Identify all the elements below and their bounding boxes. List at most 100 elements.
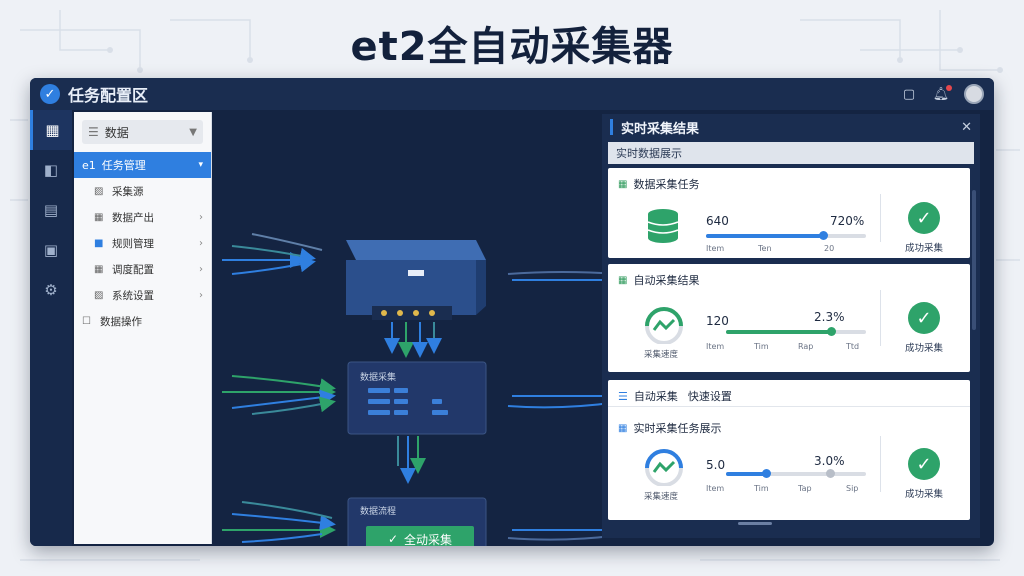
tick-label: Rap xyxy=(798,342,814,351)
node-output-arrows xyxy=(397,436,426,484)
bell-icon[interactable]: 🔔︎ xyxy=(932,84,952,102)
tick-label: Tap xyxy=(798,484,812,493)
progress-fill xyxy=(726,472,766,476)
divider xyxy=(880,436,881,492)
card-value: 120 xyxy=(706,314,729,328)
rail-dashboard-icon[interactable]: ▦ xyxy=(30,110,72,150)
card-title-text: 数据采集任务 xyxy=(633,178,700,191)
sidebar-item-3[interactable]: ▦ 调度配置 › xyxy=(74,256,211,282)
rail-gear-icon[interactable]: ⚙ xyxy=(44,281,58,299)
sidebar-search-label: 数据 xyxy=(104,125,129,140)
flow-diagram: 数据采集 数据流程 xyxy=(222,233,626,546)
status-label: 成功采集 xyxy=(905,243,944,254)
tick-label: Sip xyxy=(846,484,859,493)
flow-node-collect: 数据采集 xyxy=(347,361,487,435)
success-check-icon: ✓ xyxy=(908,448,940,480)
card-title: ▦ 自动采集结果 xyxy=(618,272,699,288)
play-icon: ✓ xyxy=(387,532,399,546)
sidebar-item-1[interactable]: ▦ 数据产出 › xyxy=(74,204,211,230)
rail-box-icon[interactable]: ▣ xyxy=(43,241,59,259)
start-collect-button[interactable]: ✓ 全动采集 xyxy=(366,526,474,546)
chevron-right-icon: › xyxy=(199,211,203,223)
grid-icon: ▦ xyxy=(618,422,628,434)
sidebar-footer-label: 数据操作 xyxy=(100,315,142,328)
avatar[interactable] xyxy=(964,84,984,104)
card-title-text: 实时采集任务展示 xyxy=(633,422,722,435)
gauge-label: 采集速度 xyxy=(644,350,679,360)
sidebar-search[interactable]: ☰ 数据 ▼ xyxy=(82,120,203,144)
window-icon[interactable]: ▢ xyxy=(902,86,916,102)
section-row: ☰ 自动采集 快速设置 xyxy=(618,388,732,404)
tick-label: Item xyxy=(706,342,725,351)
collector-device-icon xyxy=(346,240,486,320)
card-value: 5.0 xyxy=(706,458,726,472)
section-label: 自动采集 xyxy=(633,390,678,403)
incoming-arrows-1 xyxy=(222,233,323,275)
rail-layers-icon[interactable]: ◧ xyxy=(43,161,59,179)
sidebar-item-label: 调度配置 xyxy=(112,263,154,276)
progress-knob-secondary[interactable] xyxy=(826,469,835,478)
tick-label: Ten xyxy=(758,244,772,253)
progress-fill xyxy=(726,330,831,334)
divider xyxy=(880,290,881,346)
card-value: 640 xyxy=(706,214,729,228)
chevron-right-icon: › xyxy=(199,237,203,249)
status-label: 成功采集 xyxy=(905,343,944,354)
card-percent: 3.0% xyxy=(814,454,845,468)
square-icon: ■ xyxy=(94,237,104,249)
tick-label: Tim xyxy=(754,484,769,493)
grid-icon: ▦ xyxy=(618,274,628,286)
incoming-arrows-3 xyxy=(222,501,336,543)
sidebar-item-label: 采集源 xyxy=(112,185,144,198)
sidebar-item-label: 系统设置 xyxy=(112,289,154,302)
panel-header: 实时采集结果 ✕ xyxy=(602,114,980,140)
progress-track xyxy=(726,327,866,336)
titlebar-actions: ▢ 🔔︎ xyxy=(900,84,984,104)
results-panel: 实时采集结果 ✕ 实时数据展示 ▦ 数据采集任务 640 720% Item xyxy=(602,114,980,538)
sidebar-item-0[interactable]: ▨ 采集源 xyxy=(74,178,211,204)
sidebar: ☰ 数据 ▼ e1 任务管理 ▾ ▨ 采集源 ▦ 数据产出 › ■ 规则管理 ›… xyxy=(74,112,212,544)
section-link[interactable]: 快速设置 xyxy=(687,390,732,403)
resize-handle[interactable] xyxy=(738,522,772,525)
accent-bar xyxy=(610,119,613,135)
checkbox-icon: ☐ xyxy=(82,315,91,327)
chevron-right-icon: › xyxy=(199,263,203,275)
grid-icon: ▦ xyxy=(94,211,104,223)
status-label: 成功采集 xyxy=(905,489,944,500)
sidebar-active-prefix: e1 xyxy=(82,158,96,172)
sidebar-item-label: 数据产出 xyxy=(112,211,154,224)
sidebar-item-4[interactable]: ▨ 系统设置 › xyxy=(74,282,211,308)
progress-track xyxy=(706,231,866,240)
card-title-text: 自动采集结果 xyxy=(633,274,700,287)
card-title: ▦ 数据采集任务 xyxy=(618,176,699,192)
progress-knob[interactable] xyxy=(762,469,771,478)
panel-scrollbar[interactable] xyxy=(972,190,976,330)
progress-track xyxy=(726,469,866,478)
app-title: 任务配置区 xyxy=(68,86,149,105)
sidebar-item-task-management[interactable]: e1 任务管理 ▾ xyxy=(74,152,211,178)
panel-title: 实时采集结果 xyxy=(621,121,700,137)
list-icon: ☰ xyxy=(618,389,628,403)
sidebar-item-2[interactable]: ■ 规则管理 › xyxy=(74,230,211,256)
success-check-icon: ✓ xyxy=(908,302,940,334)
rail-document-icon[interactable]: ▤ xyxy=(43,201,59,219)
close-icon[interactable]: ✕ xyxy=(961,119,972,135)
tick-label: Item xyxy=(706,244,725,253)
progress-knob[interactable] xyxy=(819,231,828,240)
hero-title: et2全自动采集器 xyxy=(350,24,674,70)
flow-node-collect-title: 数据采集 xyxy=(360,371,396,383)
grid-icon: ▦ xyxy=(618,178,628,190)
device-output-arrows xyxy=(384,322,442,358)
sidebar-footer-item[interactable]: ☐ 数据操作 xyxy=(74,308,211,334)
start-collect-label: 全动采集 xyxy=(404,532,453,547)
image-icon: ▨ xyxy=(94,185,104,197)
database-icon xyxy=(647,209,679,243)
chevron-down-icon: ▾ xyxy=(198,160,203,170)
result-card-1: ▦ 数据采集任务 640 720% Item Ten 20 ✓ 成功采集 xyxy=(608,168,970,258)
progress-knob[interactable] xyxy=(827,327,836,336)
gauge-icon xyxy=(645,449,683,486)
tick-label: Tim xyxy=(754,342,769,351)
success-check-icon: ✓ xyxy=(908,202,940,234)
divider xyxy=(880,194,881,242)
notification-dot xyxy=(946,84,952,91)
